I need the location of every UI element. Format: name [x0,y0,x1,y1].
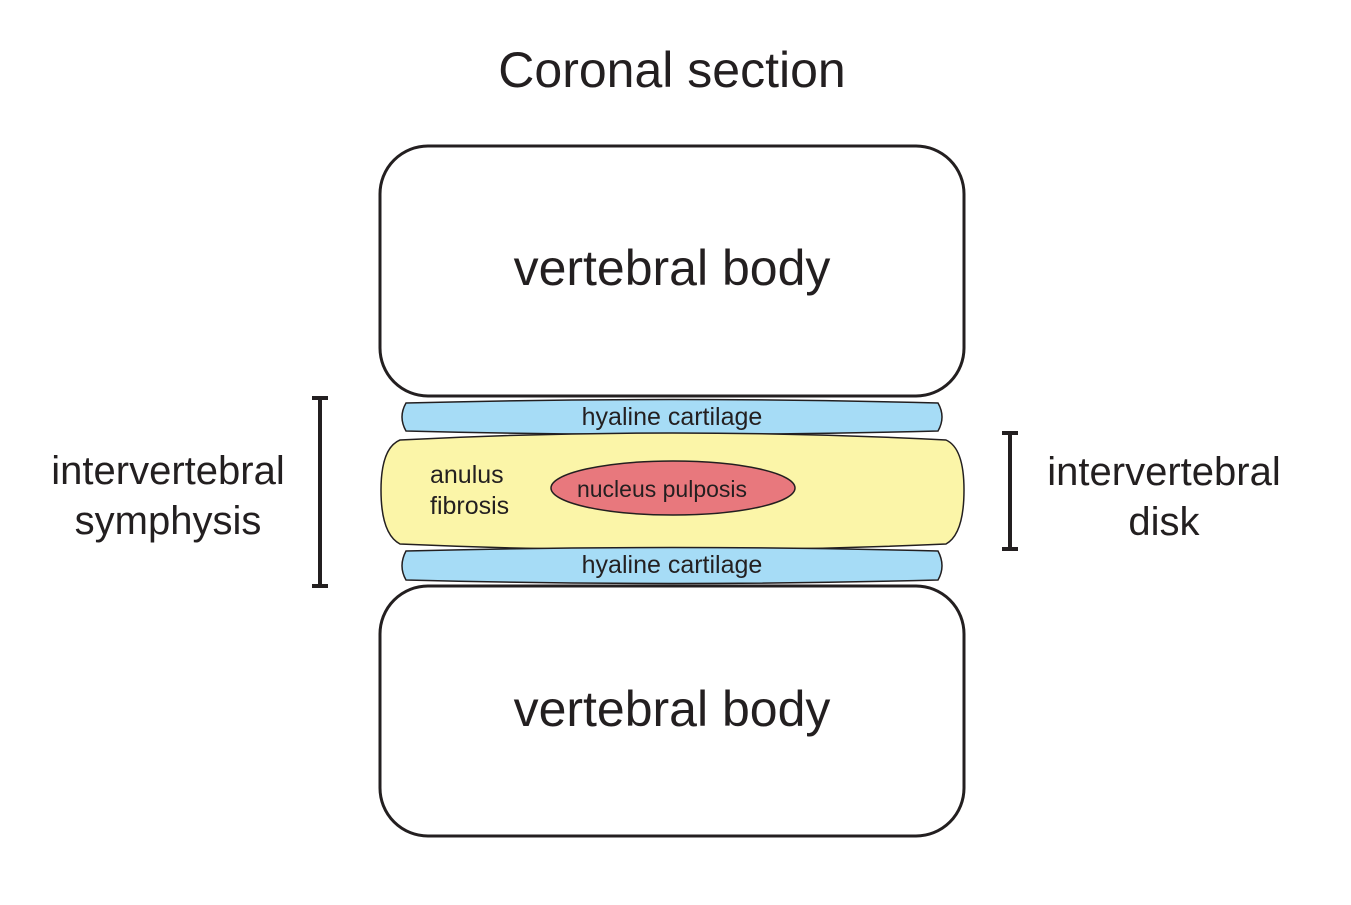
upper-vertebral-body-label: vertebral body [514,240,831,296]
symphysis-label-line2: symphysis [75,499,262,543]
lower-vertebral-body-shape [378,584,966,838]
disk-label-line2: disk [1128,500,1200,544]
disk-label-line1: intervertebral [1047,450,1280,494]
upper-hyaline-cartilage-label: hyaline cartilage [582,403,763,431]
disk-bracket-line [1002,431,1018,551]
diagram-title: Coronal section [498,42,845,98]
anulus-fibrosis-label-line2: fibrosis [430,492,509,520]
lower-hyaline-cartilage: hyaline cartilage [401,546,943,585]
upper-vertebral-body: vertebral body [378,144,966,398]
lower-hyaline-cartilage-shape [401,546,943,585]
lower-vertebral-body: vertebral body [378,584,966,838]
upper-vertebral-body-shape [378,144,966,398]
nucleus-pulposis-label: nucleus pulposis [577,476,747,502]
symphysis-bracket: intervertebral symphysis [51,396,328,588]
nucleus-pulposis-shape [550,460,796,516]
upper-hyaline-cartilage: hyaline cartilage [401,398,943,436]
anulus-fibrosis-label-line1: anulus [430,461,504,489]
symphysis-bracket-line [312,396,328,588]
lower-vertebral-body-label: vertebral body [514,681,831,737]
upper-hyaline-cartilage-shape [401,398,943,436]
lower-hyaline-cartilage-label: hyaline cartilage [582,551,763,579]
nucleus-pulposis: nucleus pulposis [550,460,796,516]
symphysis-label-line1: intervertebral [51,449,284,493]
disk-bracket: intervertebral disk [1002,431,1281,551]
